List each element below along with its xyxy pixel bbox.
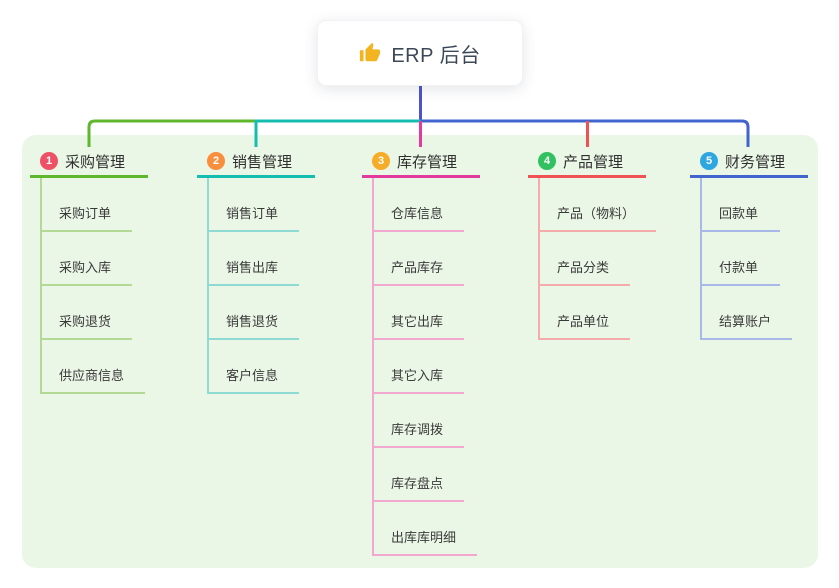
child-label: 产品单位 <box>557 314 610 329</box>
branch-product: 4 产品管理 产品（物料） 产品分类 产品单位 <box>528 147 657 340</box>
child-node[interactable]: 其它出库 <box>374 286 465 340</box>
thumbs-up-icon <box>360 42 381 62</box>
branch-finance: 5 财务管理 回款单 付款单 结算账户 <box>690 147 808 340</box>
child-label: 付款单 <box>719 260 759 275</box>
background-panel <box>22 135 818 568</box>
branch-children: 销售订单 销售出库 销售退货 客户信息 <box>207 178 300 394</box>
branch-number-badge: 4 <box>538 152 556 170</box>
child-node[interactable]: 销售退货 <box>209 286 300 340</box>
child-node[interactable]: 采购入库 <box>42 232 133 286</box>
child-node[interactable]: 产品单位 <box>540 286 631 340</box>
branch-purchase: 1 采购管理 采购订单 采购入库 采购退货 供应商信息 <box>30 147 148 394</box>
child-label: 采购退货 <box>59 314 112 329</box>
child-label: 产品（物料） <box>557 206 636 221</box>
child-node[interactable]: 销售出库 <box>209 232 300 286</box>
child-label: 销售出库 <box>226 260 279 275</box>
child-node[interactable]: 仓库信息 <box>374 178 465 232</box>
child-node[interactable]: 付款单 <box>702 232 780 286</box>
branch-node-product[interactable]: 4 产品管理 <box>528 147 646 178</box>
branch-title: 产品管理 <box>563 153 624 171</box>
child-node[interactable]: 产品库存 <box>374 232 465 286</box>
child-label: 客户信息 <box>226 368 279 383</box>
branch-sales: 2 销售管理 销售订单 销售出库 销售退货 客户信息 <box>197 147 315 394</box>
child-label: 仓库信息 <box>391 206 444 221</box>
branch-number-badge: 2 <box>207 152 225 170</box>
branch-number-badge: 5 <box>700 152 718 170</box>
branch-children: 采购订单 采购入库 采购退货 供应商信息 <box>40 178 146 394</box>
child-label: 回款单 <box>719 206 759 221</box>
child-label: 库存盘点 <box>391 476 444 491</box>
branch-number-badge: 3 <box>372 152 390 170</box>
child-label: 出库库明细 <box>391 530 457 545</box>
branch-children: 仓库信息 产品库存 其它出库 其它入库 库存调拨 库存盘点 出库库明细 <box>372 178 478 556</box>
child-label: 库存调拨 <box>391 422 444 437</box>
child-label: 采购入库 <box>59 260 112 275</box>
branch-node-sales[interactable]: 2 销售管理 <box>197 147 315 178</box>
branch-title: 财务管理 <box>725 153 786 171</box>
branch-children: 回款单 付款单 结算账户 <box>700 178 793 340</box>
branch-children: 产品（物料） 产品分类 产品单位 <box>538 178 657 340</box>
child-node[interactable]: 出库库明细 <box>374 502 478 556</box>
branch-node-finance[interactable]: 5 财务管理 <box>690 147 808 178</box>
child-label: 产品分类 <box>557 260 610 275</box>
child-node[interactable]: 采购订单 <box>42 178 133 232</box>
branch-number-badge: 1 <box>40 152 58 170</box>
child-node[interactable]: 库存调拨 <box>374 394 465 448</box>
child-node[interactable]: 产品（物料） <box>540 178 657 232</box>
child-node[interactable]: 其它入库 <box>374 340 465 394</box>
child-label: 其它出库 <box>391 314 444 329</box>
branch-node-inventory[interactable]: 3 库存管理 <box>362 147 480 178</box>
child-node[interactable]: 采购退货 <box>42 286 133 340</box>
child-label: 采购订单 <box>59 206 112 221</box>
branch-node-purchase[interactable]: 1 采购管理 <box>30 147 148 178</box>
child-node[interactable]: 销售订单 <box>209 178 300 232</box>
branch-inventory: 3 库存管理 仓库信息 产品库存 其它出库 其它入库 库存调拨 库存盘点 出库库… <box>362 147 480 556</box>
branch-title: 库存管理 <box>397 153 458 171</box>
child-label: 销售订单 <box>226 206 279 221</box>
child-node[interactable]: 产品分类 <box>540 232 631 286</box>
child-label: 销售退货 <box>226 314 279 329</box>
child-label: 产品库存 <box>391 260 444 275</box>
child-node[interactable]: 回款单 <box>702 178 780 232</box>
root-title: ERP 后台 <box>391 44 481 67</box>
child-label: 供应商信息 <box>59 368 125 383</box>
child-label: 结算账户 <box>719 314 772 329</box>
branch-title: 销售管理 <box>232 153 293 171</box>
root-node[interactable]: ERP 后台 <box>317 20 523 86</box>
child-node[interactable]: 结算账户 <box>702 286 793 340</box>
child-label: 其它入库 <box>391 368 444 383</box>
child-node[interactable]: 客户信息 <box>209 340 300 394</box>
branch-title: 采购管理 <box>65 153 126 171</box>
child-node[interactable]: 库存盘点 <box>374 448 465 502</box>
child-node[interactable]: 供应商信息 <box>42 340 146 394</box>
